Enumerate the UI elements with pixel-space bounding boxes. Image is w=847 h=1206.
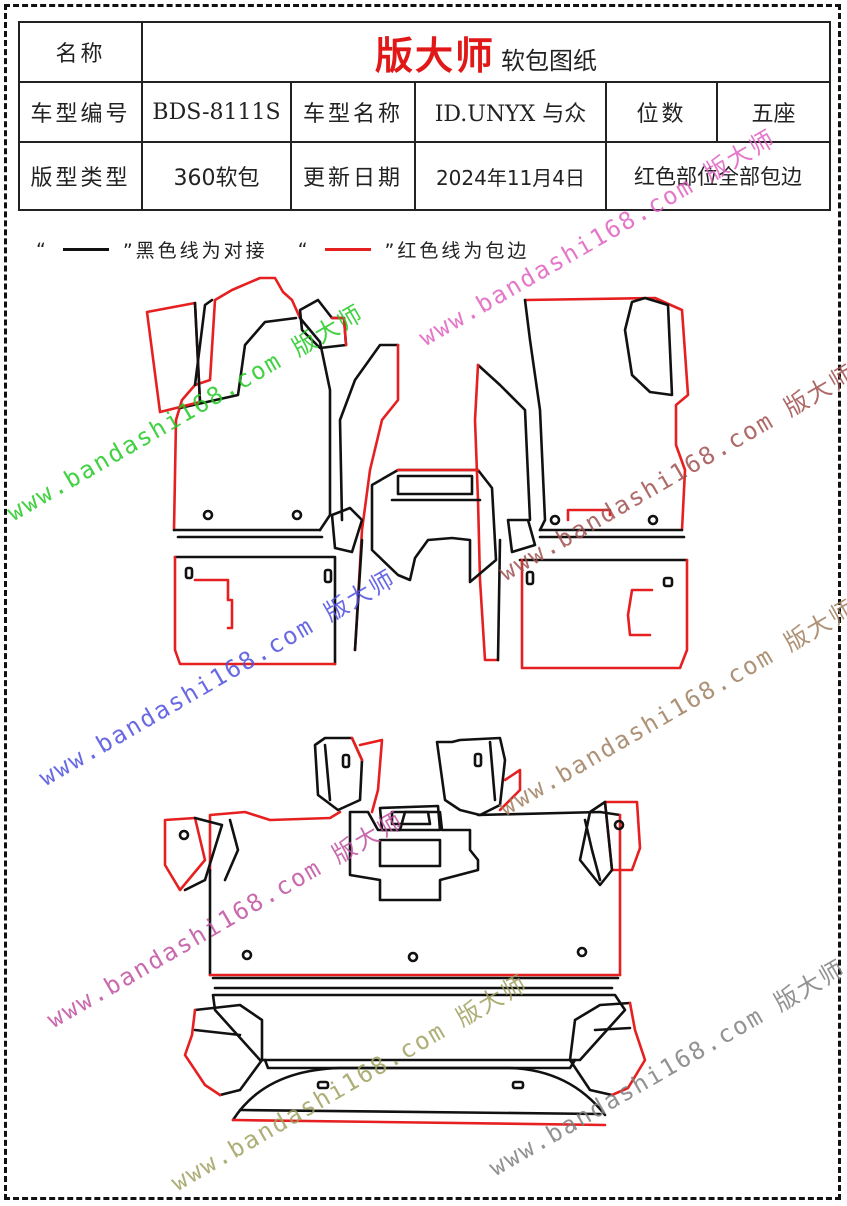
center-tunnel-right [473,363,537,662]
update-date-value: 2024年11月4日 [414,141,607,211]
type-value: 360软包 [141,141,292,211]
type-label: 版型类型 [18,141,143,211]
rear-console-piece [348,804,480,902]
brand-subtitle: 软包图纸 [501,46,598,75]
spec-table: 名称 版大师软包图纸 车型编号 BDS-8111S 车型名称 ID.UNYX 与… [18,21,832,211]
front-left-mat [145,276,348,539]
rear-side-right-pieces [578,800,642,887]
center-tunnel-left [330,343,400,652]
trunk-mat [231,1066,607,1127]
legend-black-open: “ [36,238,49,261]
legend-red-text: ”红色线为包边 [384,240,530,262]
legend-red-open: “ [297,238,311,261]
page-border [4,4,841,1200]
rear-left-wheel-arch [183,1003,264,1097]
legend-black-line [62,248,109,251]
rear-upper-pieces [313,736,522,817]
legend-black-text: ”黑色线为对接 [122,240,268,262]
model-code-label: 车型编号 [18,81,143,143]
model-name-label: 车型名称 [290,81,416,143]
brand-title: 版大师 [375,33,496,78]
front-left-lower-mat [173,555,337,666]
model-name-value: ID.UNYX 与众 [414,81,607,143]
brand-title-cell: 版大师软包图纸 [140,21,832,83]
legend-red-line [324,248,371,251]
rear-main-mat [208,810,622,980]
rear-right-wheel-arch [568,1001,647,1097]
seats-label: 位数 [605,81,718,143]
seats-value: 五座 [715,81,832,143]
line-legend: “ ”黑色线为对接 “ ”红色线为包边 [36,236,529,263]
model-code-value: BDS-8111S [141,81,292,143]
front-right-lower-mat [518,558,689,670]
rear-side-left-pieces [163,816,224,892]
name-label: 名称 [18,21,143,83]
update-label: 更新日期 [290,141,416,211]
center-console-mat [370,468,498,584]
edge-note: 红色部位全部包边 [604,141,832,211]
front-right-mat [523,296,690,539]
